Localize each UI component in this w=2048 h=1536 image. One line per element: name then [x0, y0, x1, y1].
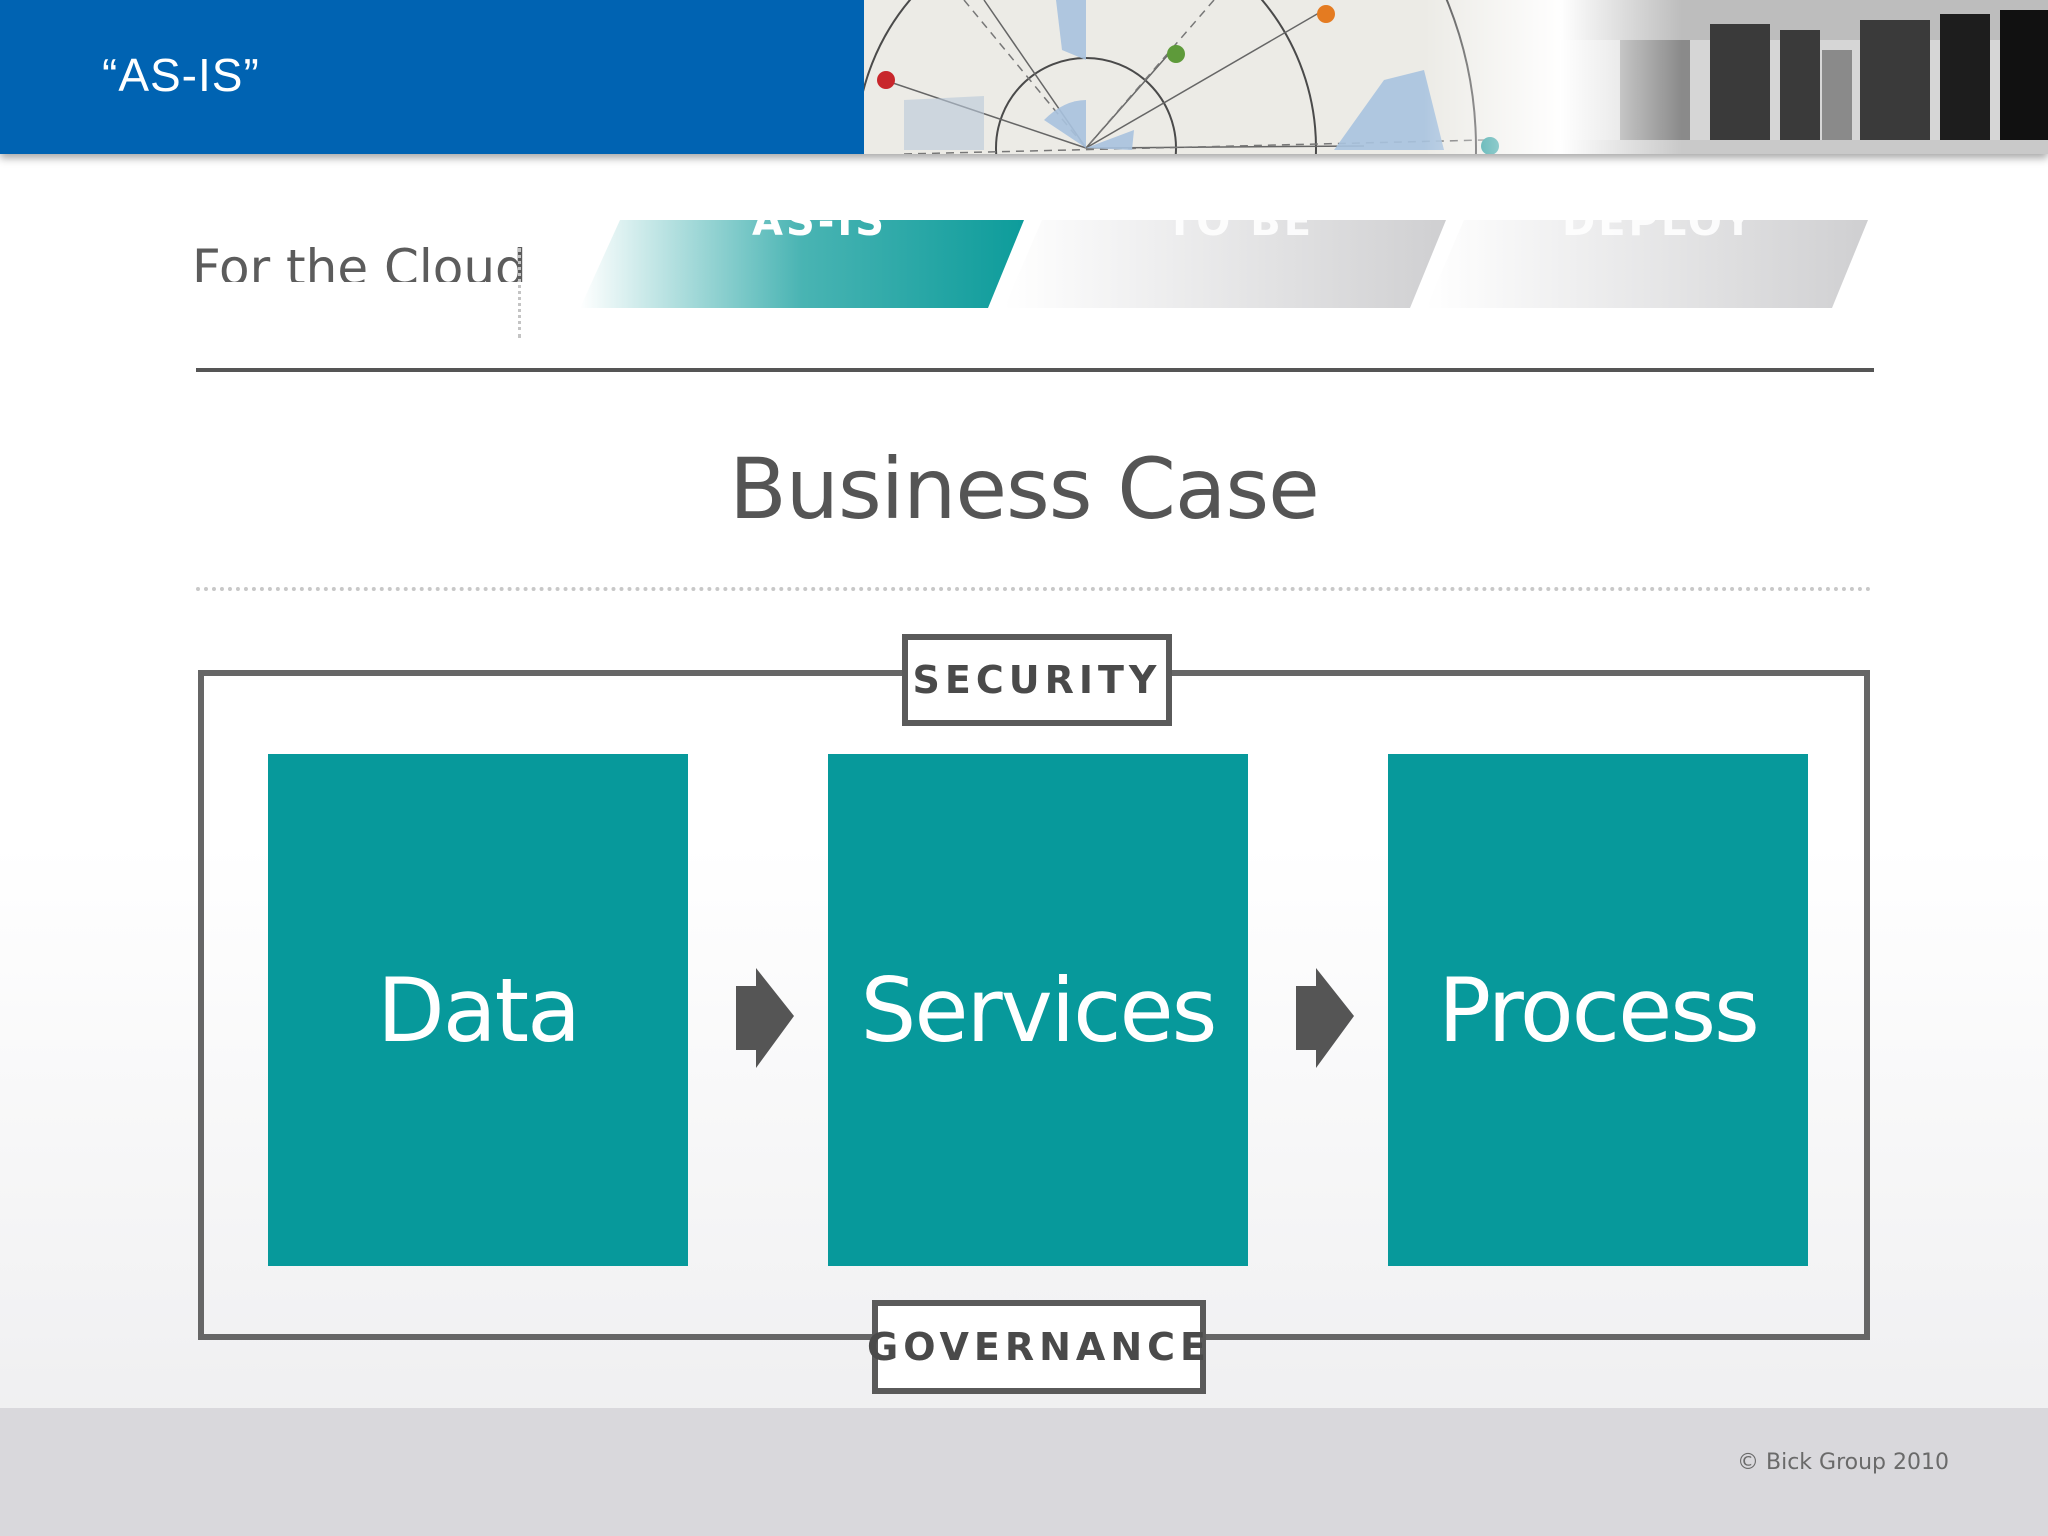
- stage-chevron-deploy: [1426, 220, 1868, 308]
- stage-divider: [518, 248, 521, 338]
- copyright-text: © Bick Group 2010: [1737, 1450, 1949, 1475]
- stage-label-to-be: TO BE: [1166, 199, 1315, 245]
- stage-chevron-to-be: [1004, 220, 1446, 308]
- stage-label-as-is: AS-IS: [752, 199, 888, 245]
- block-data: Data: [268, 754, 688, 1266]
- slide-title: “AS-IS”: [102, 49, 260, 101]
- stage-chevrons: [580, 220, 1868, 308]
- header-band: “AS-IS”: [0, 0, 864, 154]
- right-arrow-icon: [736, 968, 794, 1068]
- stage-rule: [196, 368, 1874, 372]
- heading-rule: [196, 587, 1872, 591]
- slide-footer: © Bick Group 2010: [0, 1408, 2048, 1536]
- governance-tag: GOVERNANCE: [867, 1300, 1206, 1394]
- slide-header: “AS-IS”: [0, 0, 2048, 154]
- right-arrow-icon: [1296, 968, 1354, 1068]
- security-tag: SECURITY: [902, 634, 1172, 726]
- tagline: For the Cloud: [192, 239, 527, 282]
- diagram-heading: Business Case: [729, 440, 1320, 538]
- datacenter-photo: [1560, 0, 2048, 154]
- block-process: Process: [1388, 754, 1808, 1266]
- stage-label-deploy: DEPLOY: [1562, 199, 1756, 245]
- block-services: Services: [828, 754, 1248, 1266]
- stage-banner: For the Cloud AS-IS TO BE DEPLOY: [0, 160, 2048, 338]
- radar-graphic: [864, 0, 1564, 154]
- stage-chevron-as-is: [580, 220, 1024, 308]
